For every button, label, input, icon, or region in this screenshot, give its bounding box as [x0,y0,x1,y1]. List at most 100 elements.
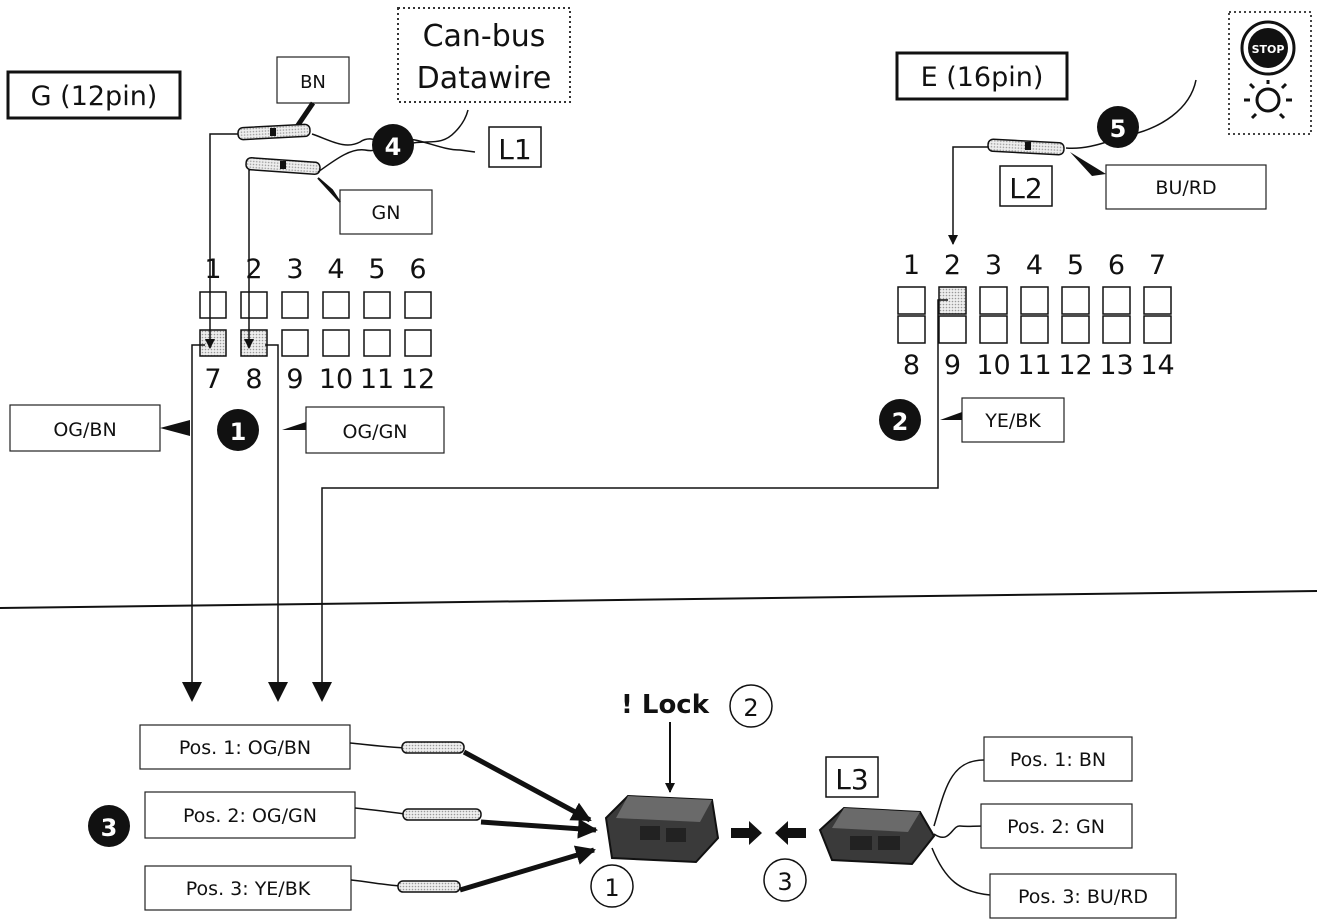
pin-number: 6 [1108,250,1125,281]
pin-cavity [938,315,967,344]
left-position-3: Pos. 3: YE/BK [144,865,352,911]
loom-label-l2: L2 [999,165,1053,207]
svg-text:L3: L3 [835,763,868,796]
svg-text:L2: L2 [1009,172,1042,205]
pin-cavity [404,329,432,357]
right-position-3: Pos. 3: BU/RD [989,873,1177,919]
left-position-2: Pos. 2: OG/GN [144,791,356,839]
wire-label-yebk: YE/BK [961,397,1065,443]
svg-text:5: 5 [1110,115,1127,143]
step-badge-3: 3 [88,805,130,847]
pin-number: 1 [204,254,221,285]
pin-cavity [897,286,926,315]
pin-cavity [199,329,227,357]
section-divider [0,590,1317,609]
mate-arrow-left-icon [775,821,806,845]
svg-text:BN: BN [300,72,326,93]
svg-text:Can-bus: Can-bus [423,19,546,54]
step-badge-5: 5 [1097,106,1139,148]
pin-number: 3 [985,250,1002,281]
pin-cavity [322,329,350,357]
g-connector-title: G (12pin) [6,70,182,120]
pin-cavity [281,329,309,357]
svg-text:Pos. 1: BN: Pos. 1: BN [1010,749,1106,771]
pin-cavity [322,291,350,319]
svg-text:OG/BN: OG/BN [53,419,116,441]
pin-cavity [979,315,1008,344]
pos3-terminal-icon [397,880,461,893]
pin-cavity [363,291,391,319]
svg-text:1: 1 [604,874,619,902]
pin-cavity [1143,286,1172,315]
step-badge-4: 4 [372,124,414,166]
svg-text:4: 4 [385,133,402,161]
pin-cavity [404,291,432,319]
left-position-1: Pos. 1: OG/BN [139,724,351,770]
pin-cavity [1061,315,1090,344]
svg-text:1: 1 [230,418,247,446]
step-badge-1: 1 [217,409,259,451]
svg-text:Datawire: Datawire [417,61,552,96]
pin-number: 5 [368,254,385,285]
pin-number: 5 [1067,250,1084,281]
mate-arrow-right-icon [731,821,762,845]
pin-cavity [1061,286,1090,315]
pin-cavity [1020,286,1049,315]
pin-number: 4 [327,254,344,285]
pos1-terminal-icon [401,741,465,754]
pin-cavity [281,291,309,319]
pin-cavity [1020,315,1049,344]
stop-lamp-icon: STOP [1228,11,1312,135]
svg-text:L1: L1 [498,133,531,166]
pin-number: 7 [204,364,221,395]
pin-cavity [199,291,227,319]
pin-number: 7 [1149,250,1166,281]
pin-number: 2 [245,254,262,285]
svg-text:OG/GN: OG/GN [342,421,407,443]
pin-cavity [897,315,926,344]
svg-text:GN: GN [372,202,401,224]
pin-number: 8 [245,364,262,395]
svg-text:Pos. 3: BU/RD: Pos. 3: BU/RD [1018,886,1148,908]
pin-cavity [240,291,268,319]
pin-number: 4 [1026,250,1043,281]
e-connector-title: E (16pin) [895,51,1069,101]
svg-text:Pos. 2: OG/GN: Pos. 2: OG/GN [183,805,317,827]
svg-text:YE/BK: YE/BK [984,410,1041,432]
pin-cavity [363,329,391,357]
svg-text:2: 2 [743,694,758,722]
wire-label-burd: BU/RD [1105,164,1267,210]
pin-cavity [1143,315,1172,344]
terminal-gn-icon [245,157,321,175]
step-circle-1: 1 [590,864,634,908]
svg-text:2: 2 [892,408,909,436]
pin-number: 2 [944,250,961,281]
left-connector-housing-icon [604,794,720,864]
pin-number: 8 [903,350,920,381]
pin-number: 10 [319,364,353,395]
pin-number: 12 [1058,350,1092,381]
svg-text:E (16pin): E (16pin) [921,62,1044,93]
lock-step-circle: 2 [729,684,773,728]
pin-number: 10 [976,350,1010,381]
pin-cavity [1102,315,1131,344]
svg-text:Pos. 3: YE/BK: Pos. 3: YE/BK [186,878,311,900]
right-position-2: Pos. 2: GN [980,803,1133,849]
svg-text:BU/RD: BU/RD [1155,177,1216,199]
terminal-burd-icon [987,138,1065,156]
step-circle-3: 3 [763,858,807,902]
canbus-datawire-label: Can-bus Datawire [397,7,571,103]
pin-number: 1 [903,250,920,281]
pin-cavity [1102,286,1131,315]
pin-cavity [979,286,1008,315]
svg-text:STOP: STOP [1252,43,1285,56]
pin-cavity [240,329,268,357]
lock-label: ! Lock [621,690,710,720]
wire-label-bn: BN [276,56,350,104]
pin-number: 9 [286,364,303,395]
wire-label-ogbn: OG/BN [9,404,161,452]
pin-number: 3 [286,254,303,285]
